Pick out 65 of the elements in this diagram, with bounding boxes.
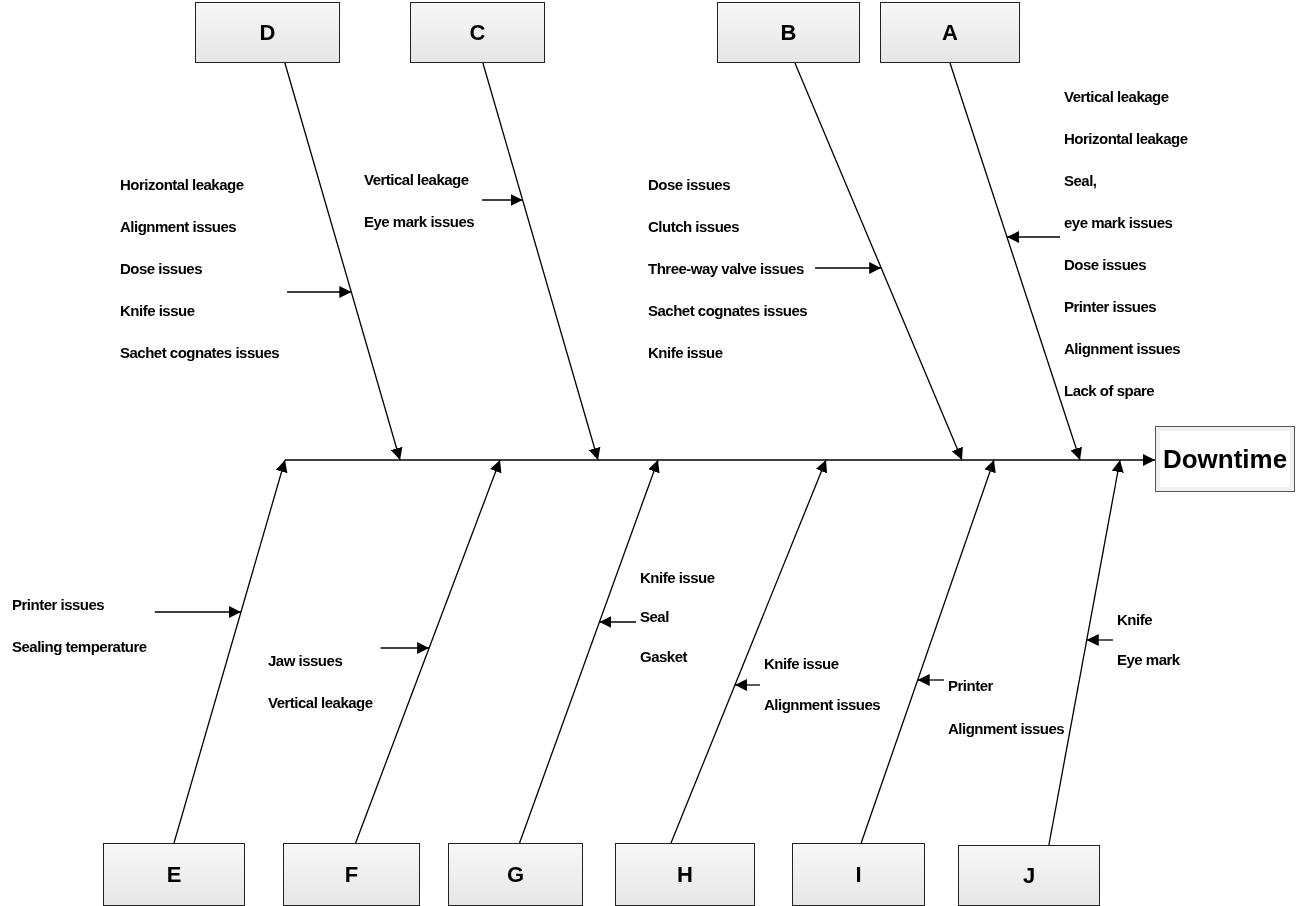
bone-arrow (482, 62, 601, 461)
bone-arrow (173, 459, 288, 844)
cause-arrow (481, 194, 524, 206)
category-box: J (958, 845, 1100, 906)
category-box: E (103, 843, 245, 906)
cause-text: Jaw issues (268, 652, 343, 670)
cause-text: Three-way valve issues (648, 260, 804, 278)
cause-text: Dose issues (120, 260, 203, 278)
category-box: F (283, 843, 420, 906)
cause-text: Knife issue (120, 302, 195, 320)
cause-text: Eye mark (1117, 651, 1180, 669)
cause-text: Seal (640, 608, 669, 627)
cause-text: Sealing temperature (12, 638, 147, 656)
cause-text: Eye mark issues (364, 213, 475, 231)
cause-text: Horizontal leakage (120, 176, 244, 194)
cause-text: Knife issue (640, 568, 715, 587)
category-box: G (448, 843, 583, 906)
bone-arrow (518, 459, 660, 844)
bone-arrow (949, 62, 1082, 461)
bone-arrow (284, 62, 403, 461)
cause-arrow (1086, 634, 1114, 646)
cause-text: Vertical leakage (364, 171, 469, 189)
cause-text: Vertical leakage (268, 694, 373, 712)
cause-arrow (917, 674, 945, 686)
category-box: H (615, 843, 755, 906)
cause-arrow (154, 606, 242, 618)
cause-text: eye mark issues (1064, 214, 1173, 232)
cause-text: Dose issues (648, 176, 731, 194)
cause-text: Alignment issues (764, 695, 881, 714)
bone-arrow (1048, 459, 1124, 846)
cause-text: Horizontal leakage (1064, 130, 1188, 148)
category-box: I (792, 843, 925, 906)
bone-arrow (860, 459, 996, 844)
category-box: C (410, 2, 545, 63)
cause-text: Sachet cognates issues (120, 344, 280, 362)
bone-arrow (354, 459, 502, 844)
cause-text: Alignment issues (948, 719, 1065, 738)
category-box: B (717, 2, 860, 63)
effect-box: Downtime (1155, 426, 1295, 492)
cause-text: Knife issue (648, 344, 723, 362)
cause-arrow (1006, 231, 1061, 243)
cause-text: Dose issues (1064, 256, 1147, 274)
cause-arrow (286, 286, 352, 298)
cause-text: Alignment issues (120, 218, 237, 236)
cause-text: Knife issue (764, 654, 839, 673)
cause-arrow (814, 262, 882, 274)
cause-text: Seal, (1064, 172, 1097, 190)
cause-text: Gasket (640, 647, 688, 666)
bone-arrow (794, 62, 963, 461)
cause-text: Alignment issues (1064, 340, 1181, 358)
cause-arrow (734, 679, 761, 691)
spine-arrow (284, 454, 1156, 466)
cause-text: Printer issues (1064, 298, 1157, 316)
bone-arrow (670, 459, 828, 844)
cause-text: Vertical leakage (1064, 88, 1169, 106)
cause-arrow (379, 642, 430, 654)
cause-text: Clutch issues (648, 218, 740, 236)
cause-text: Printer issues (12, 596, 105, 614)
category-box: A (880, 2, 1020, 63)
cause-text: Printer (948, 676, 993, 695)
cause-text: Sachet cognates issues (648, 302, 808, 320)
cause-text: Lack of spare (1064, 382, 1155, 400)
cause-text: Knife (1117, 611, 1152, 629)
category-box: D (195, 2, 340, 63)
cause-arrow (598, 616, 637, 628)
